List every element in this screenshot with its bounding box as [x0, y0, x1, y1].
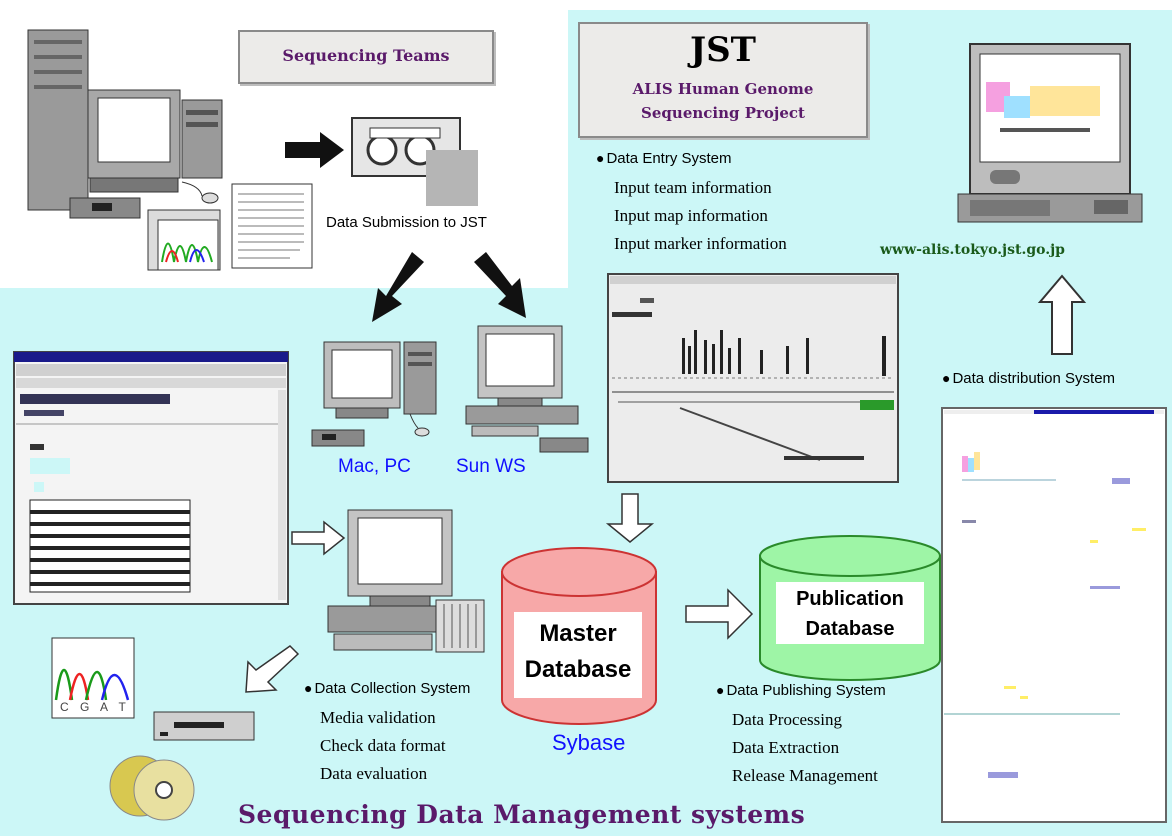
collection-system-title-text: Data Collection System	[314, 680, 471, 697]
arrow-to-archive	[245, 645, 300, 693]
publication-db-line1: Publication	[796, 588, 904, 610]
arrow-to-master-db	[605, 493, 655, 543]
collection-item-3: Data evaluation	[320, 764, 428, 783]
desktop-computer-icon	[27, 29, 223, 219]
website-url: www-alis.tokyo.jst.go.jp	[880, 242, 1065, 258]
collection-system-title: ●Data Collection System	[304, 680, 470, 697]
entry-item-1: Input team information	[614, 178, 772, 197]
distribution-screenshot	[941, 407, 1167, 823]
cd-drive-icon	[153, 711, 255, 741]
map-entry-screenshot	[607, 273, 899, 483]
cd-discs-icon	[109, 755, 195, 821]
map-marker-bars	[682, 330, 809, 374]
jst-subtitle-line2: Sequencing Project	[641, 104, 805, 122]
master-database-cylinder	[501, 547, 657, 725]
publishing-system-title-text: Data Publishing System	[726, 682, 886, 699]
team-info-screenshot	[13, 351, 289, 605]
distribution-system-title-text: Data distribution System	[952, 370, 1116, 387]
cgat-label: C G A T	[60, 700, 130, 714]
sequencing-teams-label: Sequencing Teams	[282, 46, 450, 65]
entry-item-3: Input marker information	[614, 234, 787, 253]
collection-item-2: Check data format	[320, 736, 446, 755]
bullet-icon: ●	[716, 682, 725, 698]
document-icon	[231, 183, 313, 269]
collection-workstation-icon	[327, 509, 485, 653]
arrow-to-sun	[474, 252, 526, 318]
bullet-icon: ●	[596, 150, 605, 166]
entry-system-title-text: Data Entry System	[606, 150, 732, 167]
mac-pc-label: Mac, PC	[338, 456, 411, 477]
bullet-icon: ●	[942, 370, 951, 386]
sequencing-teams-label-box: Sequencing Teams	[238, 30, 494, 84]
sybase-label: Sybase	[552, 730, 626, 755]
publishing-item-3: Release Management	[732, 766, 878, 785]
arrow-up-to-web	[1037, 274, 1087, 355]
bullet-icon: ●	[304, 680, 313, 696]
publishing-item-2: Data Extraction	[732, 738, 840, 757]
sequencer-icon	[147, 209, 221, 271]
collection-item-1: Media validation	[320, 708, 436, 727]
entry-system-title: ●Data Entry System	[596, 150, 732, 167]
arrow-to-publication-db	[685, 588, 754, 640]
jst-subtitle-line1: ALIS Human Genome	[632, 80, 814, 98]
submit-arrow	[285, 132, 344, 168]
chromatogram-icon	[51, 637, 135, 719]
footer-title: Sequencing Data Management systems	[238, 800, 806, 829]
publication-database-cylinder	[759, 535, 941, 681]
sun-ws-label: Sun WS	[456, 456, 526, 477]
data-submission-label: Data Submission to JST	[326, 214, 487, 231]
publishing-item-1: Data Processing	[732, 710, 843, 729]
master-db-line1: Master	[539, 620, 617, 647]
data-cartridge-icon	[351, 117, 478, 206]
publication-db-line2: Database	[805, 618, 895, 640]
laptop-icon	[957, 43, 1143, 223]
mac-pc-icon	[311, 341, 437, 447]
sun-workstation-icon	[465, 325, 589, 453]
arrow-to-mac	[372, 252, 424, 322]
jst-title: JST	[690, 30, 756, 70]
publishing-system-title: ●Data Publishing System	[716, 682, 886, 699]
arrow-to-collection	[291, 520, 346, 556]
entry-item-2: Input map information	[614, 206, 768, 225]
master-db-line2: Database	[524, 656, 632, 683]
distribution-system-title: ●Data distribution System	[942, 370, 1115, 387]
jst-title-box: JST ALIS Human Genome Sequencing Project	[578, 22, 868, 138]
